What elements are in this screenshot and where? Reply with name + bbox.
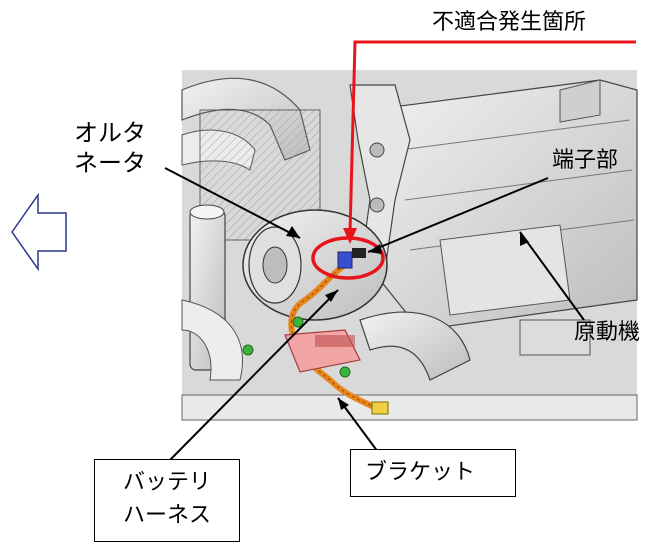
alternator-label-line1: オルタ [74, 119, 146, 147]
defect-callout [311, 40, 636, 280]
terminal-part [337, 248, 366, 269]
engine-label: 原動機 [574, 320, 641, 345]
bracket-part [284, 329, 361, 373]
alternator-label-line2: ネータ [74, 149, 146, 177]
battery-harness-label-box: バッテリ ハーネス [94, 459, 240, 542]
bracket-label-box: ブラケット [350, 449, 516, 497]
left-arrow-icon [11, 192, 67, 272]
terminal-label: 端子部 [552, 148, 619, 173]
bracket-label: ブラケット [365, 460, 476, 485]
engine-illustration [181, 70, 638, 421]
battery-harness-label-line2: ハーネス [123, 503, 212, 529]
connector-markers [242, 316, 389, 415]
battery-harness-label-line1: バッテリ [123, 470, 212, 495]
defect-location-label: 不適合発生箇所 [432, 10, 587, 35]
leader-lines [164, 167, 585, 461]
